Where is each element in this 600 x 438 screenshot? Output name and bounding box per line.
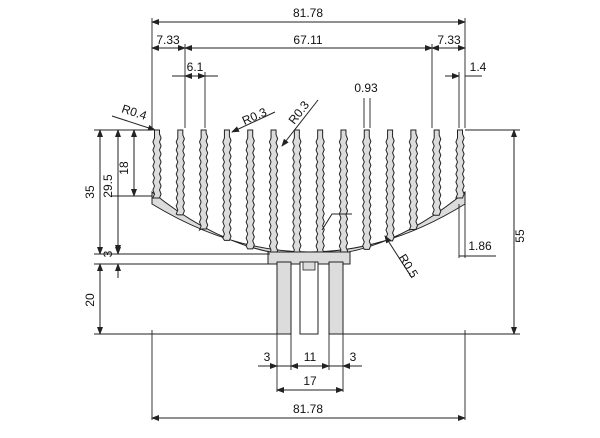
fin [198, 129, 209, 232]
dim-right-1-86: 1.86 [468, 239, 492, 253]
dim-bottom-17: 17 [303, 374, 317, 388]
fins-group [152, 129, 465, 259]
center-hub [267, 251, 351, 265]
fin [222, 129, 232, 241]
slot-notch [302, 261, 316, 271]
dim-left-18: 18 [117, 161, 131, 175]
fin [245, 129, 255, 250]
dim-fin-thickness: 0.93 [354, 81, 378, 95]
dim-bottom-3-right: 3 [350, 350, 357, 364]
fin [152, 129, 162, 199]
top-dimensions: 81.78 7.33 67.11 7.33 6.1 1.4 0.93 R0.4 … [111, 6, 487, 147]
bottom-dimensions: 3 11 3 17 81.78 [151, 330, 466, 421]
fin [431, 129, 442, 216]
dim-bottom-3-left: 3 [264, 350, 271, 364]
left-leg [276, 261, 292, 335]
heatsink-profile [151, 129, 466, 335]
dim-top-right-margin: 7.33 [437, 33, 461, 47]
fin [408, 129, 419, 231]
right-leg [328, 261, 344, 335]
right-dimensions: 55 1.86 R0.5 [321, 129, 527, 335]
fin [268, 129, 279, 256]
fin [455, 129, 465, 199]
dim-bottom-11: 11 [304, 350, 317, 364]
fin [362, 129, 372, 250]
fin [385, 129, 395, 242]
dim-left-29-5: 29.5 [101, 174, 115, 198]
dim-radius-fin-a: R0.3 [240, 105, 269, 128]
dim-fin-pitch: 6.1 [187, 60, 204, 74]
fin [175, 129, 185, 216]
dim-radius-base: R0.5 [396, 251, 421, 280]
base-plate [151, 190, 466, 257]
dim-left-20: 20 [83, 293, 97, 307]
dim-right-offset: 1.4 [470, 60, 487, 74]
dim-bottom-overall: 81.78 [293, 402, 323, 416]
fin [292, 129, 302, 259]
dim-right-55: 55 [513, 229, 527, 243]
inner-slot [299, 261, 319, 335]
dim-left-3: 3 [101, 250, 115, 257]
dim-left-35: 35 [83, 185, 97, 199]
dim-top-left-margin: 7.33 [156, 33, 180, 47]
fin [338, 129, 349, 256]
fin [315, 129, 325, 259]
dim-top-middle: 67.11 [293, 33, 322, 47]
dim-top-overall: 81.78 [293, 6, 323, 20]
left-dimensions: 35 29.5 18 3 20 [83, 129, 277, 335]
